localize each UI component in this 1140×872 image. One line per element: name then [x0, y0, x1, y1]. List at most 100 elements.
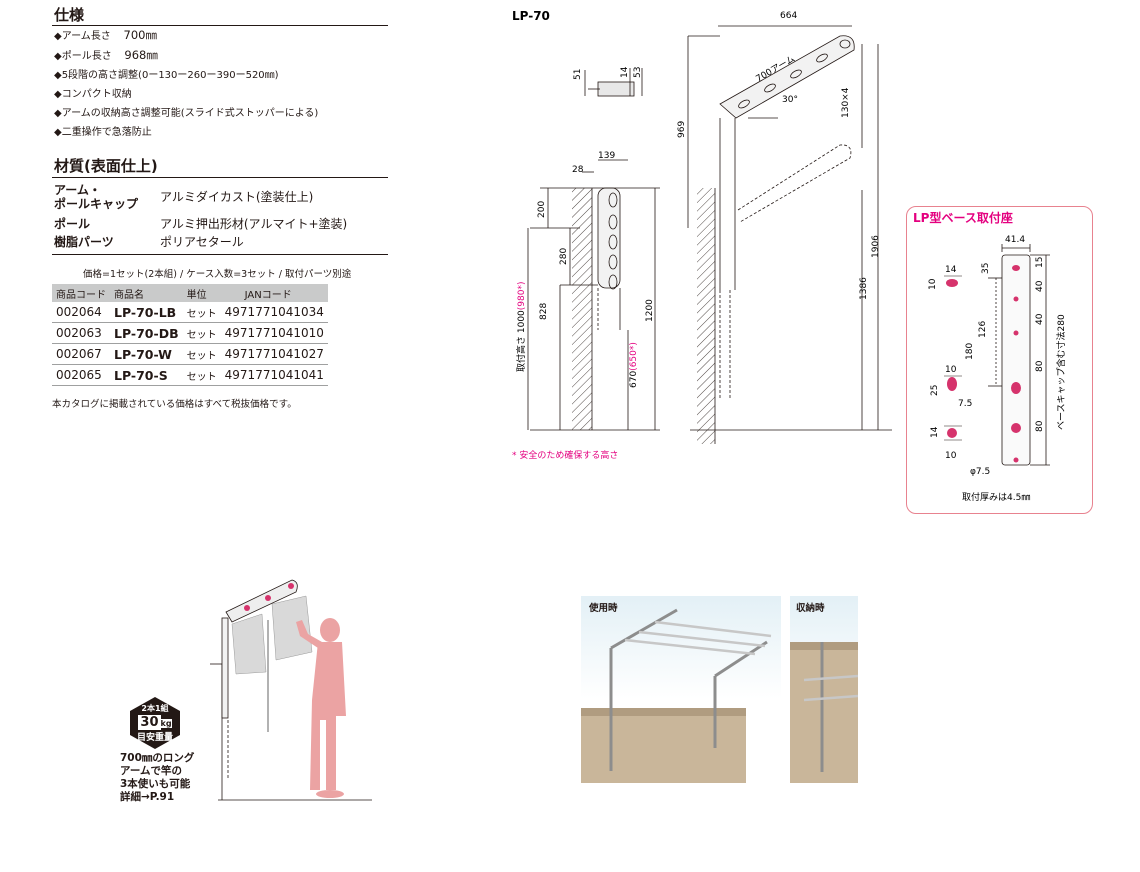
table-row: 002063 LP-70-DB セット 4971771041010 [52, 322, 328, 344]
base-dim-41-4: 41.4 [1005, 235, 1025, 245]
product-table: 商品コード 商品名 単位 JANコード 002064 LP-70-LB セット … [52, 284, 328, 386]
cell-name: LP-70-S [110, 364, 183, 386]
side-view-in-use [687, 25, 892, 444]
usage-illustration [210, 579, 372, 801]
dim-1200: 1200 [645, 299, 655, 322]
photo-stored-label: 収納時 [796, 603, 825, 614]
caption-line: 3本使いも可能 [120, 778, 191, 790]
spec-item-arm-length: ◆アーム長さ 700㎜ [54, 28, 157, 42]
dim-828: 828 [539, 303, 549, 320]
person-icon [296, 618, 346, 798]
base-title: LP型ベース取付座 [913, 211, 1013, 225]
badge-top: 2本1組 [141, 704, 169, 713]
header-code: 商品コード [52, 284, 111, 302]
spec-title-rule [52, 25, 388, 26]
table-row: 002067 LP-70-W セット 4971771041027 [52, 343, 328, 365]
cell-code: 002064 [52, 302, 111, 323]
base-dim-10b: 10 [945, 365, 957, 375]
cell-code: 002067 [52, 343, 111, 365]
material-value-resin: ポリアセタール [160, 235, 244, 249]
dim-670: 670(650*) [629, 342, 639, 388]
dim-mount-height: 取付高さ 1000(980*) [515, 282, 527, 372]
badge-label: 目安重量 [136, 733, 173, 743]
cell-code: 002063 [52, 322, 111, 344]
base-dim-7-5: 7.5 [958, 399, 972, 409]
wall [790, 648, 858, 783]
base-dim-40b: 40 [1035, 313, 1045, 325]
product-table-header: 商品コード 商品名 単位 JANコード [52, 284, 328, 302]
price-note: 価格=1セット(2本組) / ケース入数=3セット / 取付パーツ別途 [83, 269, 352, 280]
base-dim-15: 15 [1035, 257, 1045, 268]
base-side-note: ベースキャップ含む寸法280 [1055, 314, 1067, 430]
base-dim-126: 126 [978, 321, 988, 338]
caption-line: 詳細→P.91 [120, 791, 175, 803]
caption-line: 700㎜のロング [120, 752, 195, 764]
header-unit: 単位 [182, 284, 221, 302]
dim-51: 51 [573, 69, 583, 80]
base-dim-14a: 14 [945, 265, 957, 275]
dim-200: 200 [537, 201, 547, 218]
base-dim-10c: 10 [945, 451, 957, 461]
dim-130x4: 130×4 [841, 87, 851, 118]
spec-item-compact: ◆コンパクト収納 [54, 89, 132, 100]
tax-note: 本カタログに掲載されている価格はすべて税抜価格です。 [52, 399, 297, 410]
dim-14: 14 [620, 66, 630, 78]
base-dim-10a: 10 [928, 278, 938, 290]
material-label-arm: アーム・ ポールキャップ [54, 183, 139, 211]
cell-name: LP-70-DB [110, 322, 183, 344]
cell-jan: 4971771041027 [220, 343, 328, 365]
spec-item-double-action: ◆二重操作で急落防止 [54, 127, 152, 138]
photo-in-use: 使用時 [581, 596, 781, 783]
arm-angle-label: 30° [782, 95, 798, 105]
base-dim-14b: 14 [930, 426, 940, 438]
dim-664: 664 [780, 11, 797, 21]
cell-jan: 4971771041041 [220, 364, 328, 386]
base-dim-180: 180 [965, 343, 975, 360]
spec-item-stopper: ◆アームの収納高さ調整可能(スライド式ストッパーによる) [54, 108, 319, 119]
dim-1906: 1906 [871, 235, 881, 258]
base-drawing: 41.4 14 10 35 15 40 40 126 180 80 80 10 … [928, 235, 1067, 503]
material-value-pole: アルミ押出形材(アルマイト+塗装) [160, 217, 348, 231]
cell-name: LP-70-W [110, 343, 183, 365]
cell-code: 002065 [52, 364, 111, 386]
spec-list: ◆アーム長さ 700㎜ ◆ポール長さ 968㎜ ◆5段階の高さ調整(0ー130ー… [54, 26, 318, 142]
arm-knobs [244, 583, 294, 611]
cell-unit: セット [182, 343, 221, 365]
shirt-2-icon [271, 595, 313, 661]
dim-28: 28 [572, 165, 584, 175]
caption-line: アームで竿の [120, 765, 183, 777]
base-dim-25: 25 [930, 385, 940, 396]
dim-280: 280 [559, 248, 569, 265]
table-row: 002065 LP-70-S セット 4971771041041 [52, 364, 328, 386]
dim-139: 139 [598, 151, 615, 161]
material-label-pole: ポール [54, 217, 91, 231]
base-panel [906, 206, 1093, 514]
cell-jan: 4971771041034 [220, 302, 328, 323]
base-dim-phi: φ7.5 [970, 467, 990, 477]
base-dim-35: 35 [981, 263, 991, 274]
spec-item-pole-length: ◆ポール長さ 968㎜ [54, 48, 158, 62]
shirt-1-icon [231, 613, 267, 675]
photo-in-use-label: 使用時 [589, 603, 618, 614]
table-row: 002064 LP-70-LB セット 4971771041034 [52, 302, 328, 323]
material-value-arm: アルミダイカスト(塗装仕上) [160, 190, 314, 204]
cell-unit: セット [182, 322, 221, 344]
cell-unit: セット [182, 364, 221, 386]
dim-969: 969 [677, 121, 687, 138]
material-label-resin: 樹脂パーツ [54, 235, 114, 249]
balcony-floor [746, 708, 781, 783]
illustration-caption: 700㎜のロング アームで竿の 3本使いも可能 詳細→P.91 [120, 752, 194, 804]
header-name: 商品名 [110, 284, 183, 302]
photo-stored: 収納時 [790, 596, 858, 783]
cell-unit: セット [182, 302, 221, 323]
base-dim-80b: 80 [1035, 420, 1045, 432]
dim-1386: 1386 [859, 277, 869, 300]
spec-item-height-adjust: ◆5段階の高さ調整(0ー130ー260ー390ー520㎜) [54, 70, 279, 81]
base-thickness-note: 取付厚みは4.5㎜ [962, 492, 1030, 503]
material-title: 材質(表面仕上) [54, 157, 158, 175]
cell-jan: 4971771041010 [220, 322, 328, 344]
base-dim-80a: 80 [1035, 360, 1045, 372]
safety-note: * 安全のため確保する高さ [512, 449, 618, 461]
